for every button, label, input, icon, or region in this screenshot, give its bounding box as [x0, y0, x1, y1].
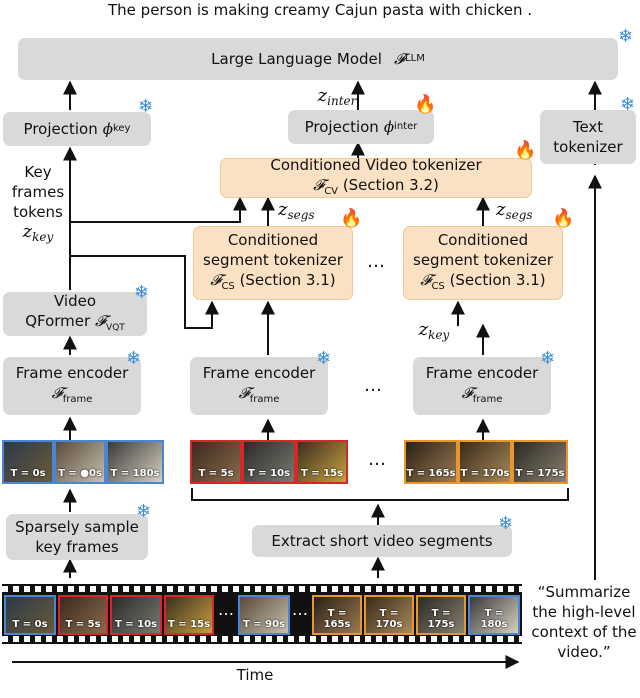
frame-encoder-box-segment-b: Frame encoder 𝓕frame — [413, 357, 551, 415]
projection-key-symbol: ϕ — [102, 120, 113, 138]
key-frame-0: T = 0s — [2, 440, 54, 484]
film-ellipsis: … — [218, 600, 234, 619]
text-tokenizer-line2: tokenizer — [553, 138, 623, 156]
film-frame-1: T = 5s — [58, 595, 108, 635]
z-key-label-right: zkey — [418, 319, 450, 343]
output-caption: The person is making creamy Cajun pasta … — [108, 1, 532, 19]
frozen-snowflake-icon: ❄ — [618, 26, 634, 47]
frozen-snowflake-icon: ❄ — [316, 348, 332, 369]
film-frame-4: T = 90s — [238, 595, 290, 635]
user-prompt-text: “Summarize the high-level context of the… — [531, 583, 637, 661]
sparse-sample-box: Sparsely sample key frames — [6, 514, 148, 560]
z-segs-label-left: zsegs — [278, 199, 315, 223]
llm-symbol: 𝓕 — [393, 50, 406, 68]
conditioned-segment-tokenizer-box-left: Conditioned segment tokenizer 𝓕CS (Secti… — [193, 226, 353, 300]
ellipsis: … — [368, 449, 386, 470]
segment-a-frame-1: T = 10s — [242, 440, 296, 484]
conditioned-video-tokenizer-box: Conditioned Video tokenizer 𝓕CV (Section… — [220, 155, 532, 198]
cv-tokenizer-formula: 𝓕CV (Section 3.2) — [313, 175, 439, 197]
llm-label: Large Language Model — [211, 50, 382, 68]
conditioned-segment-tokenizer-box-right: Conditioned segment tokenizer 𝓕CS (Secti… — [403, 226, 563, 300]
film-frame-7: T = 175s — [416, 595, 466, 635]
frozen-snowflake-icon: ❄ — [540, 348, 556, 369]
z-segs-label-right: zsegs — [496, 199, 533, 223]
segment-a-frame-2: T = 15s — [296, 440, 348, 484]
z-inter-label: zinter — [317, 85, 357, 109]
segment-b-frame-2: T = 175s — [512, 440, 568, 484]
film-ellipsis: … — [292, 600, 308, 619]
key-frame-2: T = 180s — [106, 440, 164, 484]
key-frames-tokens-label: Key frames tokens zkey — [11, 163, 65, 244]
frozen-snowflake-icon: ❄ — [620, 94, 636, 115]
frozen-snowflake-icon: ❄ — [136, 501, 152, 522]
projection-inter-symbol: ϕ — [383, 118, 395, 136]
trainable-flame-icon: 🔥 — [340, 208, 363, 229]
extract-segments-box: Extract short video segments — [252, 525, 512, 557]
time-axis-label: Time — [236, 666, 274, 684]
projection-inter-label: Projection — [304, 118, 379, 136]
text-tokenizer-line1: Text — [572, 118, 604, 136]
film-frame-2: T = 10s — [110, 595, 162, 635]
ellipsis: … — [367, 251, 385, 272]
segment-a-frame-0: T = 5s — [190, 440, 242, 484]
frame-encoder-box-key: Frame encoder 𝓕frame — [3, 357, 141, 415]
frozen-snowflake-icon: ❄ — [138, 96, 154, 117]
key-frame-1: T = ●0s — [54, 440, 106, 484]
film-frame-3: T = 15s — [164, 595, 214, 635]
video-qformer-box: Video QFormer 𝓕VQT — [3, 292, 147, 336]
segment-b-frame-0: T = 165s — [404, 440, 458, 484]
film-frame-5: T = 165s — [312, 595, 362, 635]
trainable-flame-icon: 🔥 — [414, 94, 437, 115]
trainable-flame-icon: 🔥 — [552, 208, 575, 229]
projection-key-label: Projection — [23, 120, 98, 138]
frame-encoder-box-segment-a: Frame encoder 𝓕frame — [190, 357, 328, 415]
segment-b-frame-1: T = 170s — [458, 440, 512, 484]
frozen-snowflake-icon: ❄ — [126, 348, 142, 369]
film-frame-8: T = 180s — [468, 595, 520, 635]
text-tokenizer-box: Text tokenizer — [540, 110, 636, 164]
film-frame-0: T = 0s — [4, 595, 56, 635]
llm-symbol-sub: LLM — [405, 53, 425, 64]
projection-inter-sub: inter — [394, 121, 418, 132]
ellipsis: … — [364, 375, 382, 396]
film-frame-6: T = 170s — [364, 595, 414, 635]
projection-key-sub: key — [112, 123, 131, 134]
cv-tokenizer-label: Conditioned Video tokenizer — [270, 155, 482, 174]
frozen-snowflake-icon: ❄ — [498, 513, 514, 534]
trainable-flame-icon: 🔥 — [514, 140, 537, 161]
frozen-snowflake-icon: ❄ — [134, 282, 150, 303]
